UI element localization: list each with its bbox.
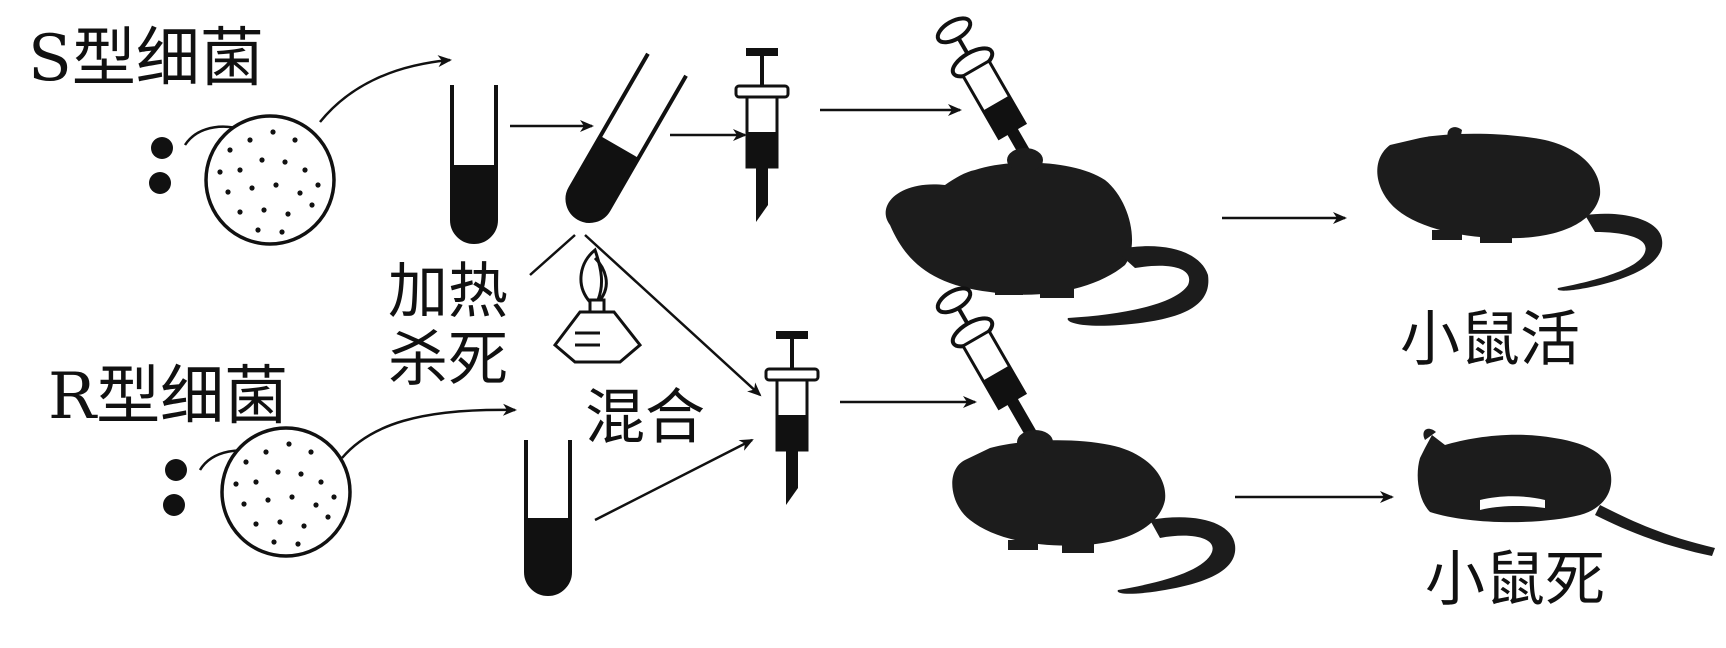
label-mix: 混合 <box>585 383 705 453</box>
r-petri-dish <box>220 426 352 558</box>
arrow-r-tube-to-mix-syringe <box>594 438 754 522</box>
syringe-2-icon <box>764 331 820 505</box>
r-bacteria-dots <box>163 459 187 516</box>
syringe-1-icon <box>734 48 790 222</box>
label-mouse-alive: 小鼠活 <box>1400 305 1580 375</box>
s-culture-arrow <box>319 55 452 123</box>
label-heat-kill-line1: 加热 <box>388 257 508 327</box>
mouse-injected-s-icon <box>885 148 1209 326</box>
heated-tilted-test-tube <box>565 52 688 223</box>
arrow-tube-to-mix-syringe <box>584 234 762 397</box>
injecting-syringe-1-icon <box>935 16 1041 185</box>
r-culture-arrow <box>341 403 517 459</box>
r-culture-test-tube <box>524 440 572 596</box>
alcohol-lamp-icon <box>552 247 643 364</box>
mouse-alive-icon <box>1377 127 1663 291</box>
s-bacteria-dots <box>149 137 173 194</box>
label-s-bacteria: S型细菌 <box>28 22 264 96</box>
label-r-bacteria: R型细菌 <box>48 360 288 434</box>
s-culture-test-tube <box>450 85 498 244</box>
label-heat-kill-line2: 杀死 <box>388 325 508 395</box>
mouse-dead-icon <box>1417 428 1715 556</box>
mouse-injected-mix-icon <box>952 430 1236 594</box>
label-mouse-dead: 小鼠死 <box>1425 545 1605 615</box>
s-petri-dish <box>204 114 336 246</box>
heat-leader-line <box>529 234 576 276</box>
